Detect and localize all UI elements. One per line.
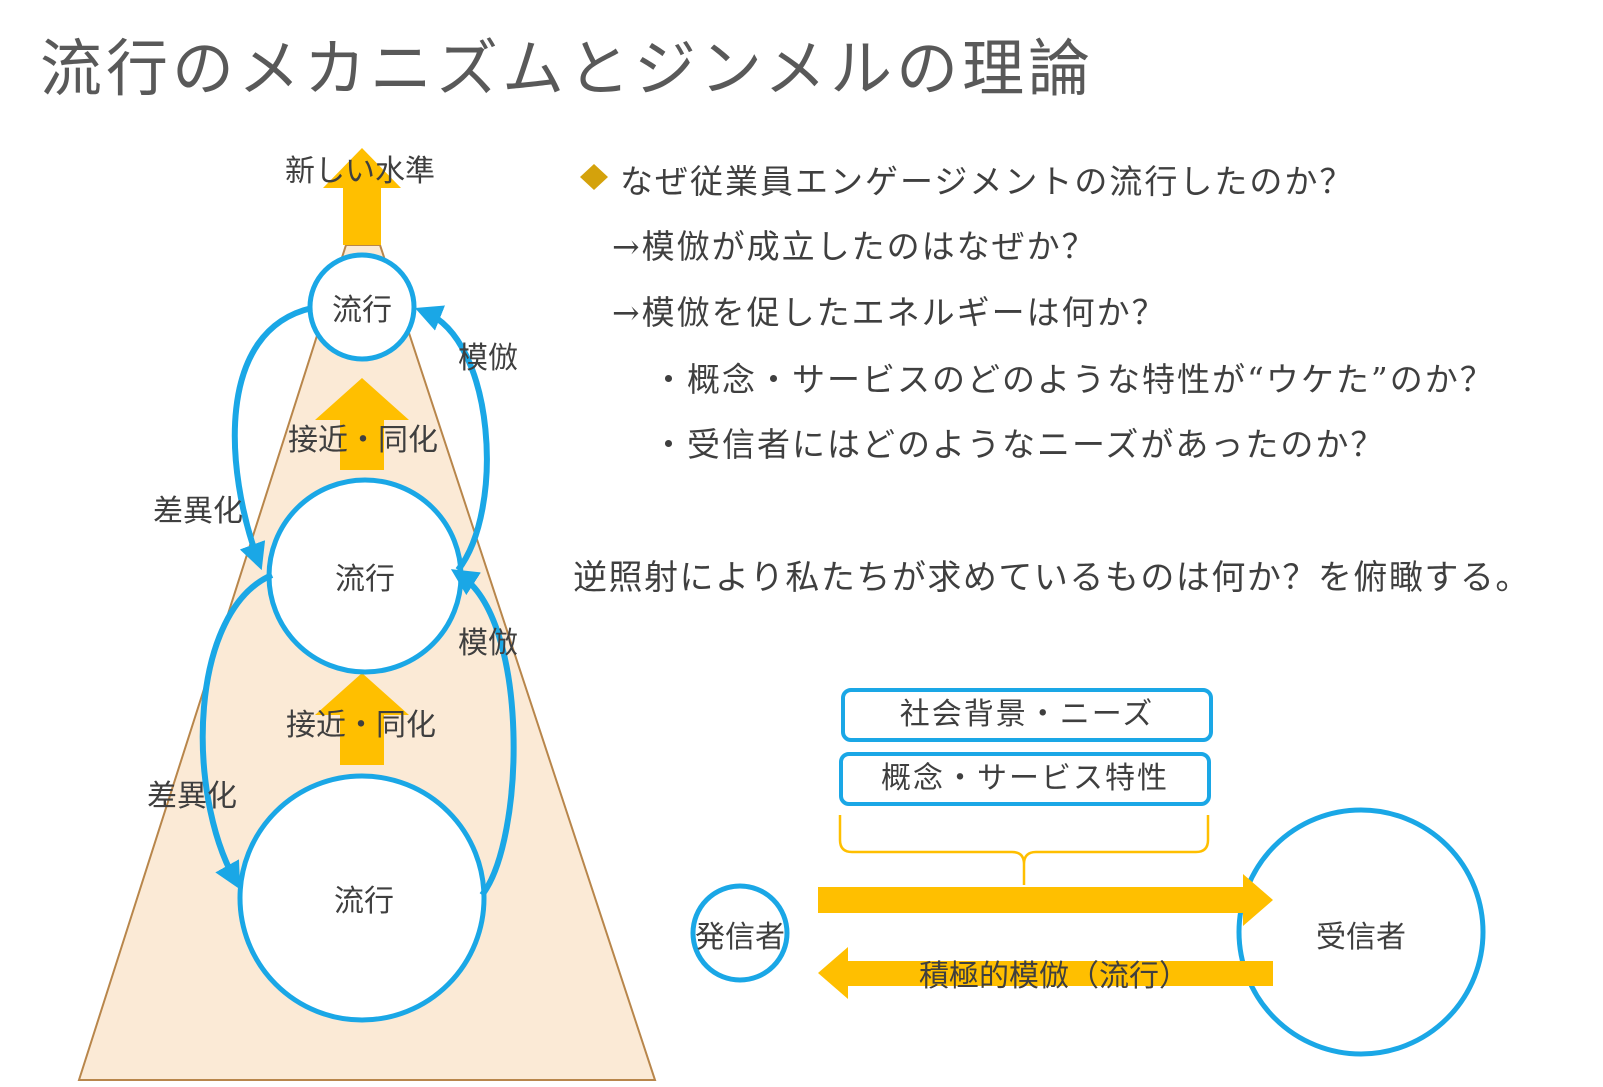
back-arrow [818, 947, 1273, 999]
social-needs-box: 社会背景・ニーズ [841, 688, 1213, 742]
sub-question-energy: →模倣を促したエネルギーは何か？ [612, 293, 1167, 332]
differentiation-label-upper: 差異化 [153, 494, 243, 529]
receiver-label: 受信者 [1316, 920, 1406, 955]
page-title: 流行のメカニズムとジンメルの理論 [40, 32, 1095, 105]
up-arrow-upper [315, 378, 409, 470]
main-question: なぜ従業員エンゲージメントの流行したのか？ [620, 162, 1355, 201]
bullet-question-features: ・概念・サービスのどのような特性が“ウケた”のか？ [652, 360, 1495, 399]
trend-label-middle: 流行 [335, 562, 395, 597]
circle-bottom [237, 773, 487, 1023]
active-imitation-label: 積極的模倣（流行） [919, 959, 1189, 994]
concept-features-box: 概念・サービス特性 [839, 752, 1211, 806]
differentiation-arrow-upper [231, 305, 313, 571]
conclusion-text: 逆照射により私たちが求めているものは何か？を俯瞰する。 [573, 558, 1531, 598]
top-up-arrow [323, 148, 401, 245]
trend-label-top: 流行 [332, 293, 392, 328]
differentiation-label-lower: 差異化 [147, 779, 237, 814]
up-arrow-lower [315, 673, 409, 765]
sender-circle [690, 883, 790, 983]
diamond-bullet-icon [580, 164, 608, 190]
differentiation-arrow-lower [199, 572, 274, 890]
imitation-arrow-lower [450, 569, 517, 897]
trend-label-bottom: 流行 [334, 884, 394, 919]
brace-shape [838, 815, 1210, 885]
receiver-circle [1236, 807, 1486, 1057]
approach-label-upper: 接近・同化 [288, 423, 438, 458]
approach-label-lower: 接近・同化 [286, 708, 436, 743]
imitation-label-upper: 模倣 [458, 341, 518, 376]
imitation-label-lower: 模倣 [458, 626, 518, 661]
sub-question-imitation: →模倣が成立したのはなぜか？ [612, 227, 1097, 266]
sender-label: 発信者 [695, 920, 785, 955]
forward-arrow [818, 874, 1273, 926]
imitation-arrow-upper [414, 305, 490, 572]
bullet-question-needs: ・受信者にはどのようなニーズがあったのか？ [652, 425, 1386, 464]
new-level-label: 新しい水準 [285, 154, 435, 189]
